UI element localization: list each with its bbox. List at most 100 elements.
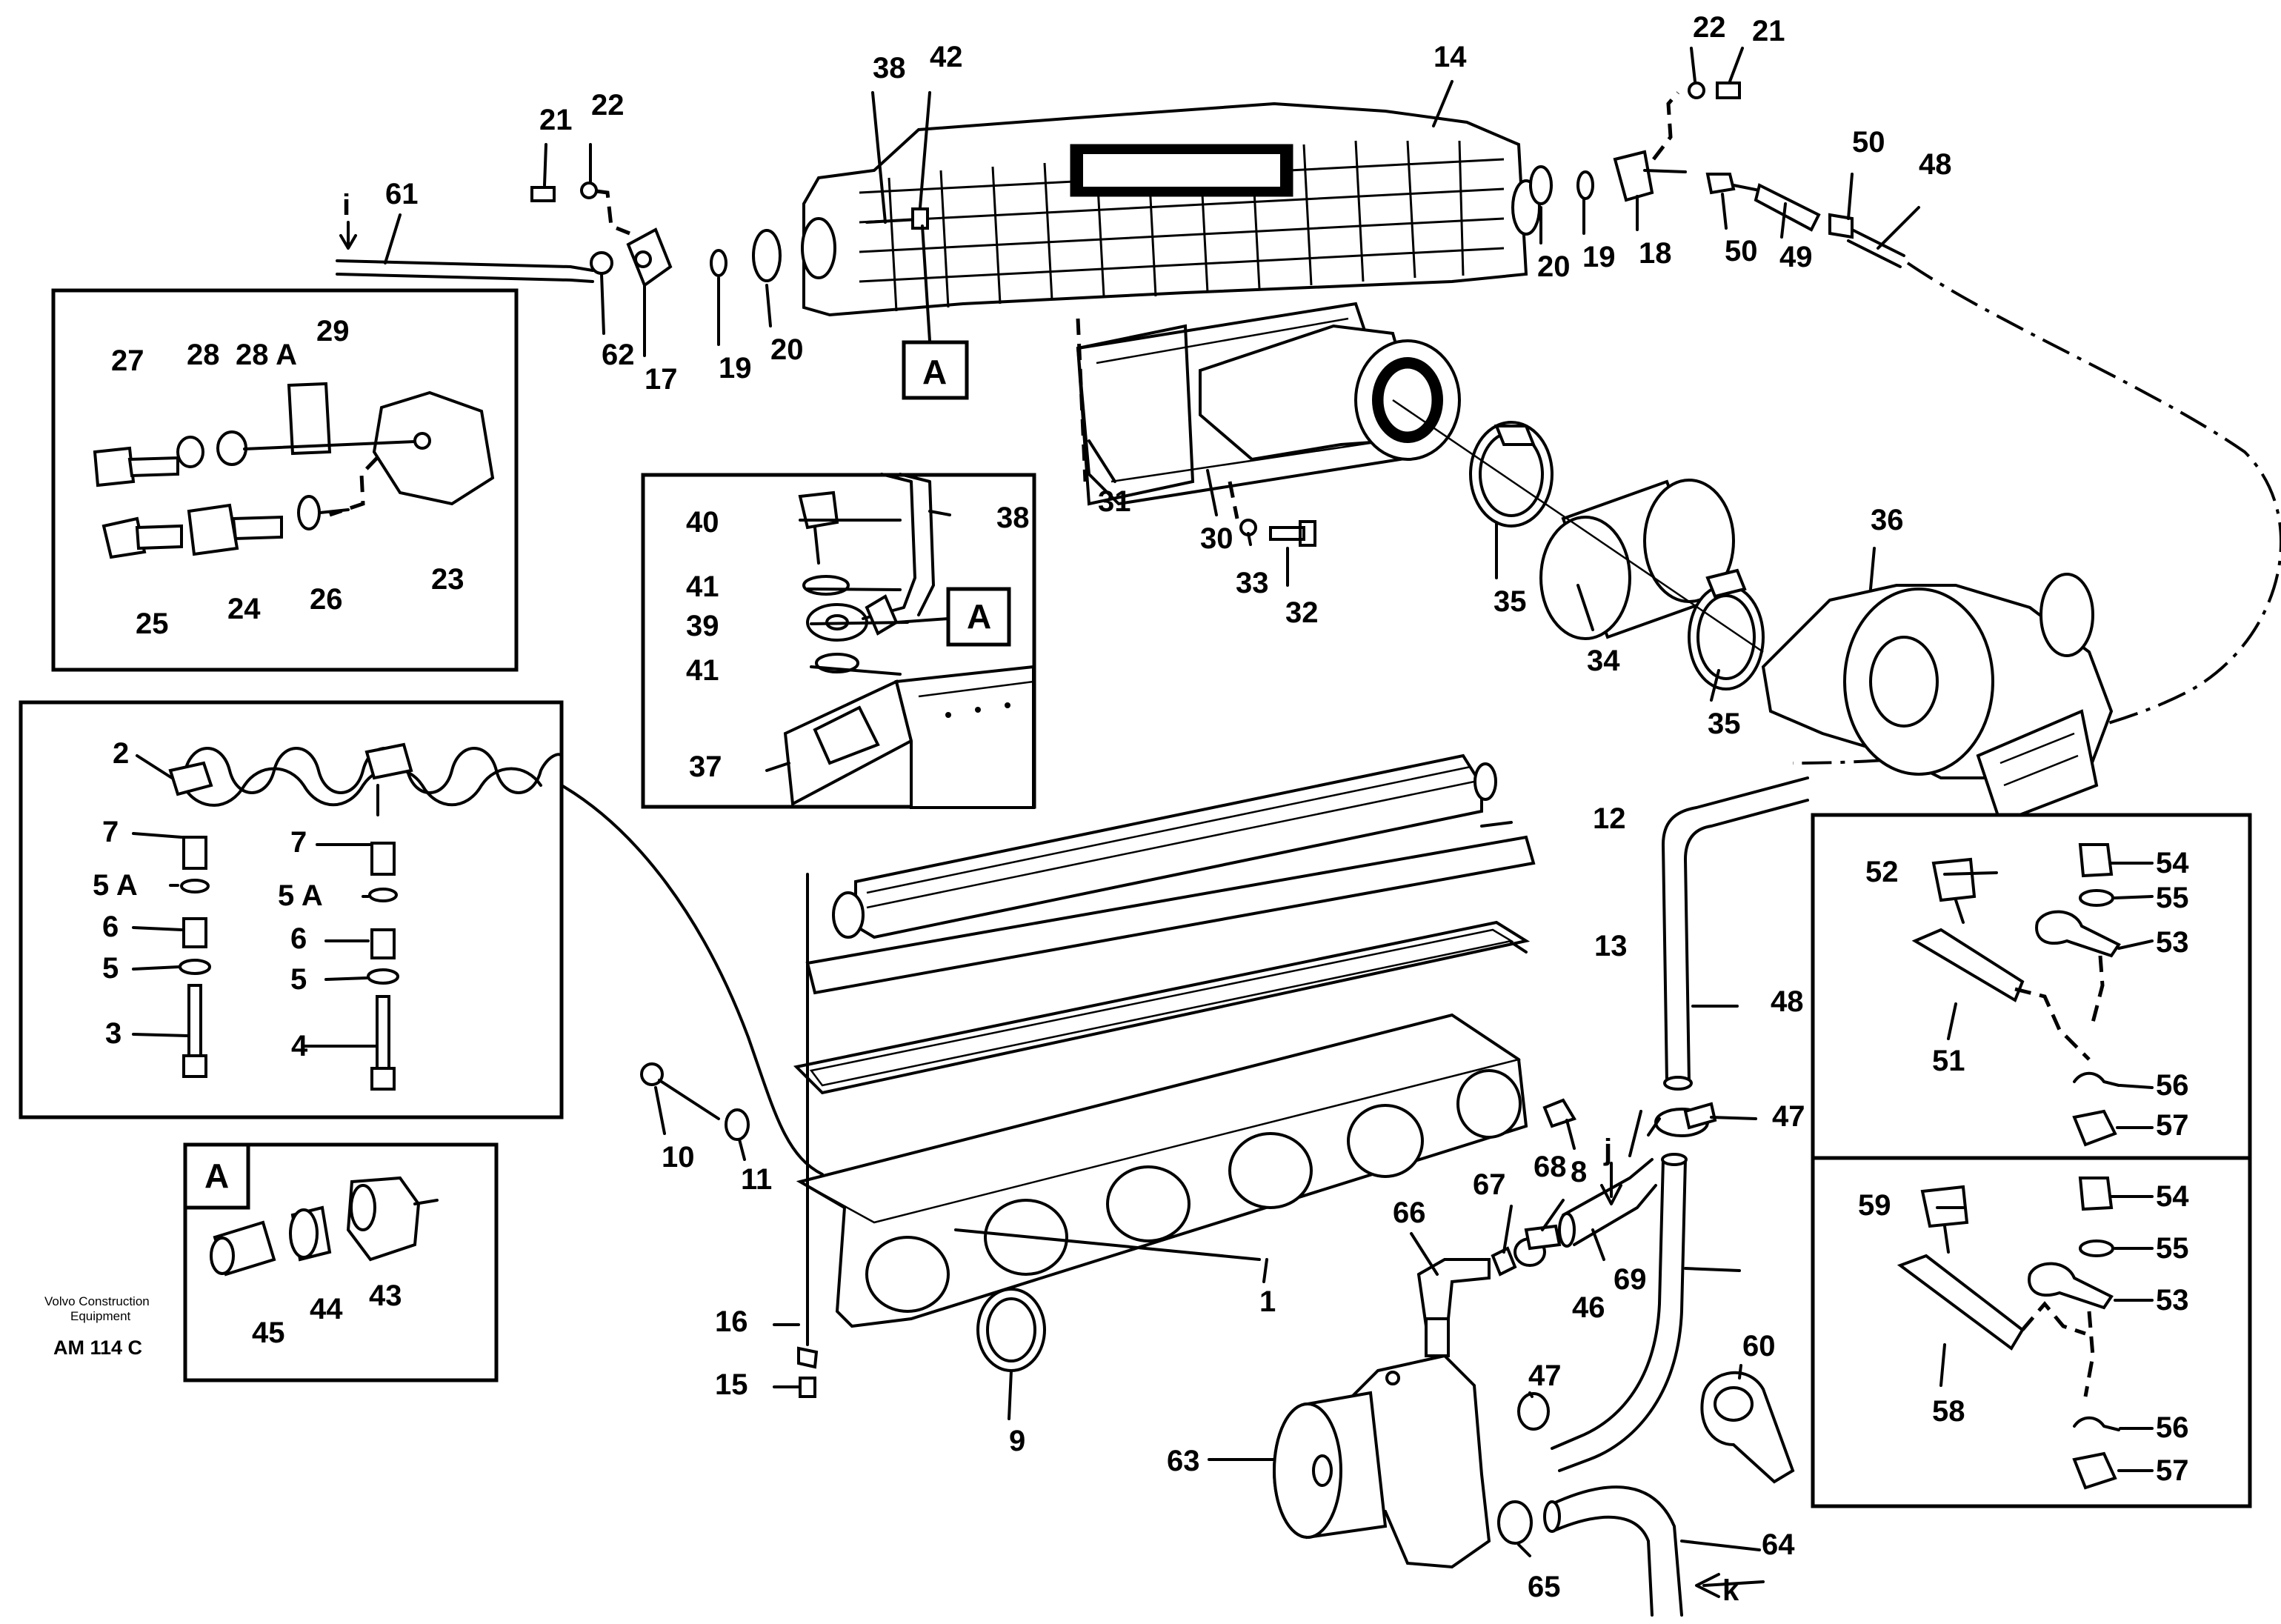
callout-54a: 54 [2156,847,2189,879]
detail-51-57-parts [1911,843,2121,1147]
callout-30: 30 [1200,522,1233,555]
callout-22b: 22 [1693,11,1726,44]
fitting-67-68 [1491,1224,1562,1277]
callout-24: 24 [227,593,261,625]
callout-9: 9 [1009,1425,1025,1457]
callout-68: 68 [1534,1151,1567,1183]
detail-53-59-parts [1897,1177,2120,1490]
callout-11: 11 [741,1163,772,1196]
callout-58: 58 [1932,1395,1965,1428]
left-fittings [530,182,782,288]
flow-arrow-k [1695,1573,1765,1598]
leader-curve [560,784,824,1176]
screw-32 [1269,520,1316,547]
flow-marker-i: i [342,189,350,222]
callout-47b: 47 [1528,1360,1562,1392]
callout-4: 4 [291,1030,308,1062]
callout-63: 63 [1167,1445,1200,1477]
callout-48a: 48 [1919,148,1952,181]
callout-20b: 20 [1537,250,1571,283]
ref-box-A-middle [946,587,1011,647]
callout-34: 34 [1587,645,1620,677]
callout-12: 12 [1593,802,1626,835]
callout-54b: 54 [2156,1180,2189,1213]
callout-28A: 28 A [236,339,297,371]
callout-51: 51 [1932,1045,1965,1077]
callout-17: 17 [645,363,678,396]
washer-16 [797,1346,819,1369]
detail-box-2-7 [19,700,564,1119]
turbocharger-36 [1761,573,2114,825]
flow-arrow-j [1600,1162,1622,1205]
ref-label-A-middle: A [967,597,991,636]
callout-48b: 48 [1771,985,1804,1018]
clamp-47-lower [1517,1392,1550,1431]
callout-46: 46 [1572,1291,1605,1324]
callout-60: 60 [1742,1330,1776,1362]
hose-48 [1662,776,1809,1091]
callout-39: 39 [686,610,719,642]
detail-box-A-label: A [204,1157,229,1195]
clip-60 [1700,1371,1795,1484]
callout-49: 49 [1779,241,1813,273]
plug-8 [1542,1098,1576,1128]
clamp-47-upper [1654,1102,1717,1137]
callout-18: 18 [1639,237,1672,270]
elbow-66 [1416,1258,1491,1357]
bolt-10 [640,1062,720,1120]
callout-6b: 6 [290,922,307,955]
callout-29: 29 [316,315,350,347]
callout-55a: 55 [2156,882,2189,914]
hose-61 [336,221,594,283]
publisher-code: AM 114 C [53,1337,142,1359]
callout-41a: 41 [686,570,719,603]
callout-61: 61 [385,178,419,210]
callout-57b: 57 [2156,1454,2189,1487]
callout-13: 13 [1594,930,1628,962]
callout-19a: 19 [719,352,752,385]
callout-43: 43 [369,1279,402,1312]
callout-5A2: 5 A [278,879,323,912]
callout-7b: 7 [290,826,307,859]
callout-59: 59 [1858,1189,1891,1222]
detail-A-parts [210,1176,439,1277]
callout-64: 64 [1762,1528,1795,1561]
callout-45: 45 [252,1317,285,1349]
callout-3: 3 [105,1017,121,1050]
callout-5A1: 5 A [93,869,138,902]
callout-56a: 56 [2156,1069,2189,1102]
callout-8: 8 [1571,1156,1587,1188]
callout-65: 65 [1528,1571,1561,1603]
callout-57a: 57 [2156,1109,2189,1142]
callout-40: 40 [686,506,719,539]
washer-11 [725,1108,750,1141]
axis-line [1392,399,1764,653]
callout-35a: 35 [1494,585,1527,618]
detail-box-A-tag [183,1142,250,1210]
detail-37-41-parts [783,473,1035,809]
callout-25: 25 [136,608,169,640]
callout-53a: 53 [2156,926,2189,959]
callout-14: 14 [1433,41,1467,73]
callout-21a: 21 [539,104,573,136]
callout-20a: 20 [770,333,804,366]
ref-label-A-top: A [922,353,947,391]
detail-2-7-parts [168,742,563,1091]
leader-1 [954,1228,1261,1261]
cooler-housing-1 [796,1013,1528,1328]
callout-56b: 56 [2156,1411,2189,1444]
callout-5b: 5 [290,963,307,996]
water-pump-63 [1273,1354,1491,1569]
detail-23-29-parts [93,382,495,559]
leader-A-top [921,224,931,342]
callout-31: 31 [1098,485,1131,518]
callout-52: 52 [1865,856,1899,888]
intake-manifold-14 [801,102,1541,317]
publisher-line1: Volvo Construction [44,1294,150,1308]
screw-15 [799,1377,816,1398]
hose-69 [1558,1158,1657,1248]
callout-42: 42 [930,41,963,73]
flow-marker-k: k [1722,1574,1739,1607]
hose-48-route [1792,262,2281,765]
